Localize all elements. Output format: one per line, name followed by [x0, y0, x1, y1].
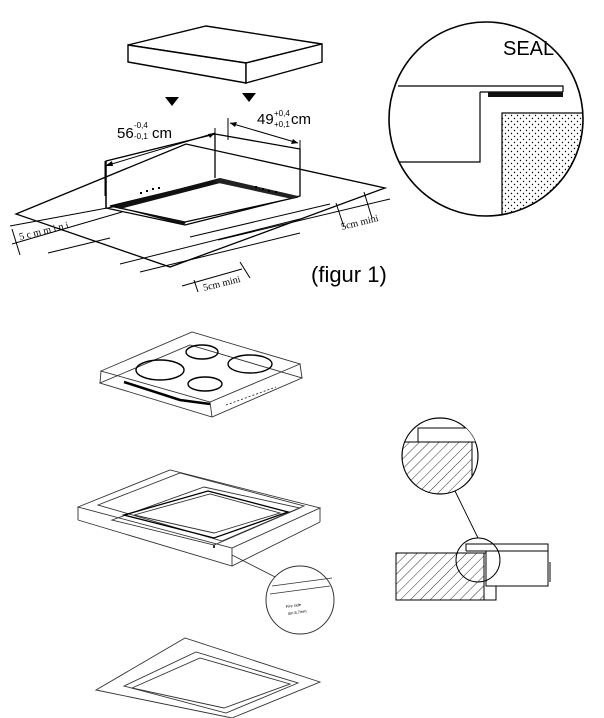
frame-detail-text-2: 4m 8.7mm [287, 608, 307, 616]
seal-label: SEAL [503, 38, 554, 60]
depth-dimension [227, 118, 301, 182]
worktop-cutout-layer [94, 637, 322, 718]
width-value: 56 [117, 125, 134, 142]
sealing-frame-layer [76, 469, 322, 583]
figure-1-caption: (figur 1) [311, 262, 387, 287]
insert-arrow-right-icon [242, 93, 256, 102]
width-unit: cm [152, 125, 172, 142]
figure-1: 56 -0,4 -0,1 cm 49 +0,4 +0,1 cm [9, 21, 584, 294]
depth-unit: cm [291, 111, 311, 128]
insert-arrow-left-icon [165, 97, 179, 106]
depth-tol-top: +0,4 [274, 109, 290, 118]
clearance-front-label: 5cm mini [202, 274, 242, 294]
edge-section-detail [395, 417, 551, 601]
cutout-edge [112, 178, 298, 225]
cooktop-top-view [127, 25, 323, 84]
figure-2: Fire side 4m 8.7mm [76, 331, 551, 718]
depth-value: 49 [257, 111, 274, 128]
clearance-right-label: 5cm mini [340, 213, 380, 233]
seal-detail [388, 21, 584, 217]
width-tol-top: -0,4 [134, 121, 148, 130]
depth-tol-bottom: +0,1 [274, 120, 290, 129]
width-dimension [104, 128, 216, 196]
width-tol-bottom: -0,1 [134, 132, 148, 141]
frame-detail-text-1: Fire side [285, 602, 302, 609]
clearance-lines [9, 191, 391, 293]
glass-hob-layer [98, 331, 304, 418]
frame-detail [265, 565, 335, 635]
